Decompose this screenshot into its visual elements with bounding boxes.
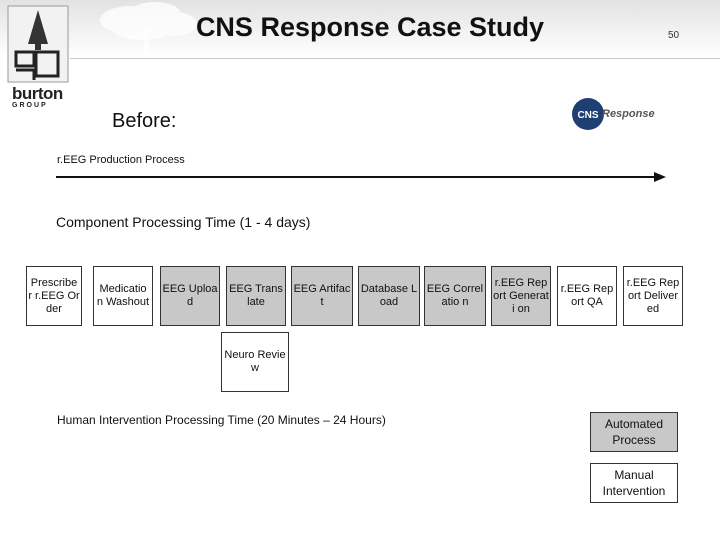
component-time-label: Component Processing Time (1 - 4 days) (56, 214, 311, 230)
timeline-arrow-icon (56, 172, 666, 182)
step-eeg-artifact: EEG Artifact (291, 266, 353, 326)
legend-automated-process: Automated Process (590, 412, 678, 452)
header-divider (70, 58, 720, 59)
tree-watermark-icon (100, 2, 197, 56)
step-eeg-correlation: EEG Correlatio n (424, 266, 486, 326)
cns-response-wordmark: Response (602, 108, 655, 120)
cns-initials: CNS (577, 110, 598, 121)
slide-title: CNS Response Case Study (195, 12, 545, 42)
legend-manual-intervention: Manual Intervention (590, 463, 678, 503)
step-report-delivered: r.EEG Report Delivered (623, 266, 683, 326)
cns-response-logo-icon: CNS (572, 98, 604, 130)
process-label: r.EEG Production Process (57, 154, 185, 166)
before-label: Before: (112, 110, 177, 132)
step-medication-washout: Medicatio n Washout (93, 266, 153, 326)
step-database-load: Database Load (358, 266, 420, 326)
burton-group-logo-icon (7, 5, 69, 83)
step-eeg-upload: EEG Upload (160, 266, 220, 326)
neuro-review-box: Neuro Review (221, 332, 289, 392)
step-prescriber-order: Prescribe r r.EEG Order (26, 266, 82, 326)
burton-wordmark: burton (12, 84, 63, 103)
step-eeg-translate: EEG Translate (226, 266, 286, 326)
slide-number: 50 (668, 30, 680, 41)
step-report-qa: r.EEG Report QA (557, 266, 617, 326)
human-intervention-time-label: Human Intervention Processing Time (20 M… (57, 413, 386, 427)
burton-group-wordmark: GROUP (12, 102, 48, 109)
step-report-generation: r.EEG Report Generati on (491, 266, 551, 326)
